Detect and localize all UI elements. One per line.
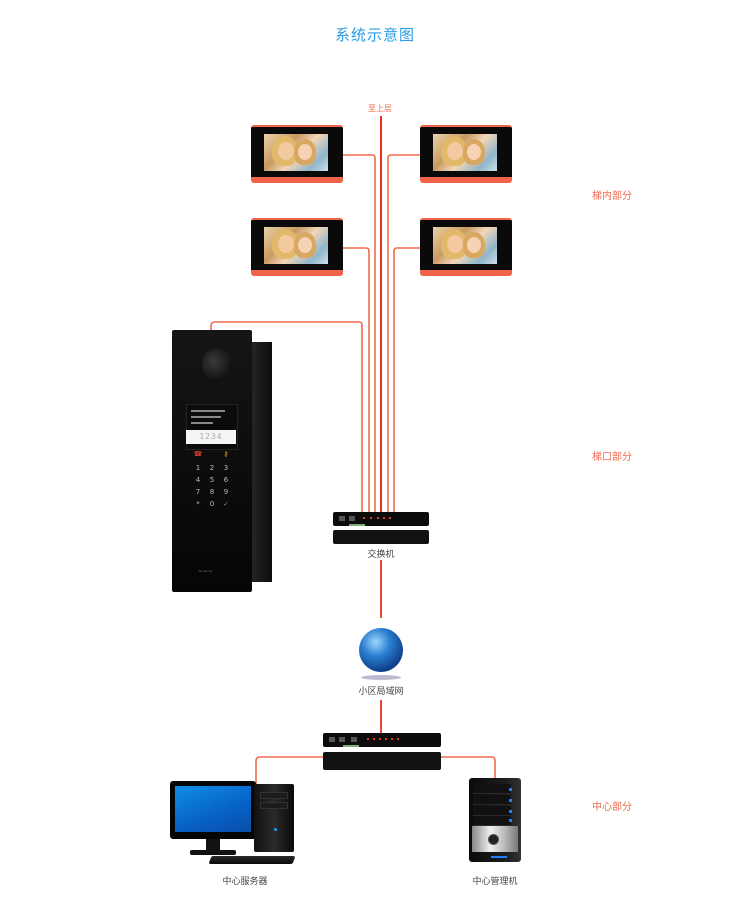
diagram-title: 系统示意图	[334, 26, 415, 44]
to-upper-floor-label: 至上层	[368, 104, 392, 113]
keypad-key: 0	[209, 500, 215, 508]
keypad-key: 2	[209, 464, 215, 472]
keypad-key: 8	[209, 488, 215, 496]
pc-keyboard	[208, 856, 296, 864]
power-button-icon	[488, 834, 499, 845]
door-station-code: 1234	[186, 430, 236, 444]
monitor-screen	[264, 227, 328, 264]
pc-tower	[254, 784, 294, 852]
section-label-center: 中心部分	[592, 802, 632, 813]
keypad-key: 1	[195, 464, 201, 472]
center-manager-label: 中心管理机	[472, 877, 518, 887]
pc-screen	[175, 786, 251, 832]
door-station: 1234 ☎ ⚷ 1 2 3 4 5 6 7 8 9 * 0 ✓ ~~~	[172, 330, 272, 592]
monitor-screen	[433, 134, 497, 171]
center-server-label: 中心服务器	[222, 877, 268, 887]
switch-unit-lower	[333, 530, 429, 544]
wire-monitor-3	[342, 247, 370, 512]
wire-monitor-4	[393, 247, 421, 512]
keypad-key: 7	[195, 488, 201, 496]
center-switch-upper	[323, 733, 441, 747]
wire-center-server	[440, 756, 496, 778]
keypad-key: ✓	[223, 500, 229, 508]
pc-stand	[206, 839, 220, 851]
key-icon: ⚷	[223, 450, 229, 458]
keypad-key: 6	[223, 476, 229, 484]
keypad-key: 4	[195, 476, 201, 484]
lan-label: 小区局域网	[358, 687, 404, 697]
monitor-screen	[264, 134, 328, 171]
server-tower	[469, 778, 521, 862]
keypad-key: *	[196, 500, 200, 508]
keypad-key: 3	[223, 464, 229, 472]
pc-monitor	[170, 781, 256, 839]
section-label-indoor: 梯内部分	[592, 191, 632, 202]
pc-base	[190, 850, 236, 855]
indoor-monitor	[251, 125, 343, 183]
wire-monitor-1	[342, 154, 376, 512]
indoor-monitor	[251, 218, 343, 276]
indoor-monitor	[420, 218, 512, 276]
section-label-entrance: 梯口部分	[592, 452, 632, 463]
wire-monitor-2	[387, 154, 421, 512]
camera-lens	[202, 348, 232, 382]
keypad-key: 9	[223, 488, 229, 496]
center-switch-lower	[323, 752, 441, 770]
switch-label: 交换机	[367, 550, 395, 560]
globe-shadow	[361, 675, 401, 680]
indoor-monitor	[420, 125, 512, 183]
globe-icon	[359, 628, 403, 672]
wire-door-station	[210, 321, 363, 512]
keypad-key: 5	[209, 476, 215, 484]
wire-center-pc	[255, 756, 324, 788]
brand-logo: ~~~	[198, 568, 214, 575]
switch-unit-upper	[333, 512, 429, 526]
call-key-icon: ☎	[193, 450, 203, 458]
monitor-screen	[433, 227, 497, 264]
